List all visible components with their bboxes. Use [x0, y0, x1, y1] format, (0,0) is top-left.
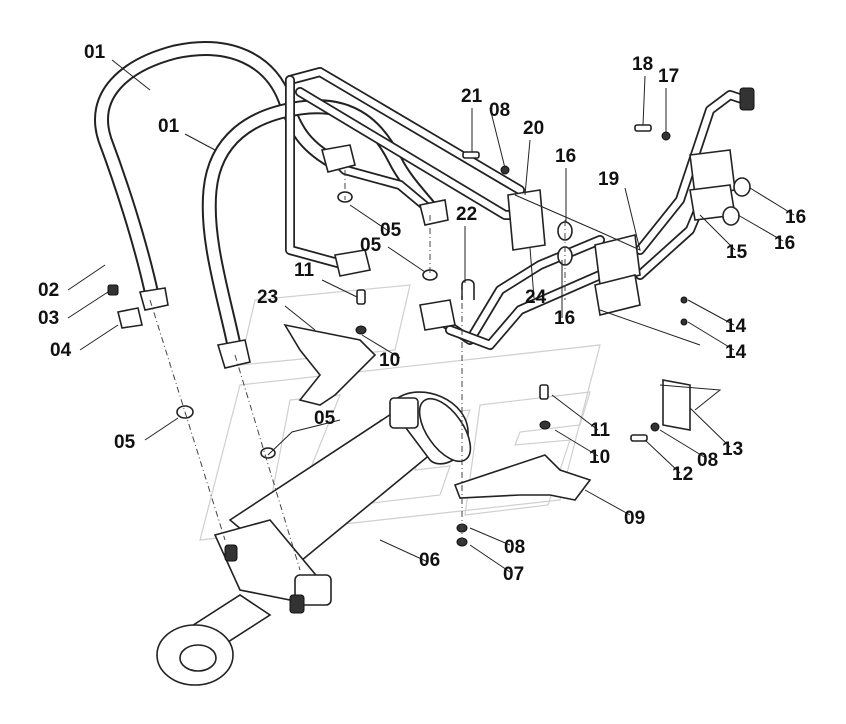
part-label-05: 05: [360, 235, 382, 256]
part-label-08: 08: [504, 537, 525, 558]
part-label-22: 22: [456, 204, 477, 225]
brackets: [283, 124, 688, 547]
part-label-13: 13: [722, 439, 743, 460]
part-label-05: 05: [380, 220, 402, 241]
fittings: [107, 144, 456, 369]
part-label-19: 19: [598, 169, 619, 190]
part-label-06: 06: [419, 550, 440, 571]
part-label-14: 14: [725, 316, 747, 337]
part-label-02: 02: [38, 280, 59, 301]
part-label-05: 05: [314, 408, 336, 429]
part-label-16: 16: [555, 146, 576, 167]
part-label-21: 21: [461, 86, 483, 107]
part-label-16: 16: [785, 207, 806, 228]
part-label-01: 01: [158, 116, 180, 137]
part-label-10: 10: [589, 447, 610, 468]
part-label-20: 20: [523, 118, 544, 139]
part-number-labels: 0101020304050505050607080808091010111112…: [38, 42, 806, 585]
part-label-17: 17: [658, 66, 679, 87]
part-label-05: 05: [114, 432, 136, 453]
part-label-12: 12: [672, 464, 693, 485]
part-label-11: 11: [590, 420, 611, 441]
hose-01-inner: [201, 99, 440, 358]
part-label-01: 01: [84, 42, 106, 63]
part-label-09: 09: [624, 508, 645, 529]
part-label-14: 14: [725, 342, 747, 363]
part-label-23: 23: [257, 287, 278, 308]
hydraulic-cylinder: [156, 391, 472, 686]
part-label-24: 24: [525, 287, 547, 308]
part-label-16: 16: [774, 233, 795, 254]
part-label-16: 16: [554, 308, 575, 329]
part-label-10: 10: [379, 350, 400, 371]
centre-lines: [149, 170, 566, 571]
leader-lines: [67, 59, 795, 573]
part-label-07: 07: [503, 564, 524, 585]
part-label-11: 11: [294, 260, 315, 281]
part-label-08: 08: [489, 100, 510, 121]
part-label-15: 15: [726, 242, 748, 263]
part-label-04: 04: [50, 340, 72, 361]
part-label-08: 08: [697, 450, 718, 471]
part-label-03: 03: [38, 308, 59, 329]
part-label-18: 18: [632, 54, 653, 75]
